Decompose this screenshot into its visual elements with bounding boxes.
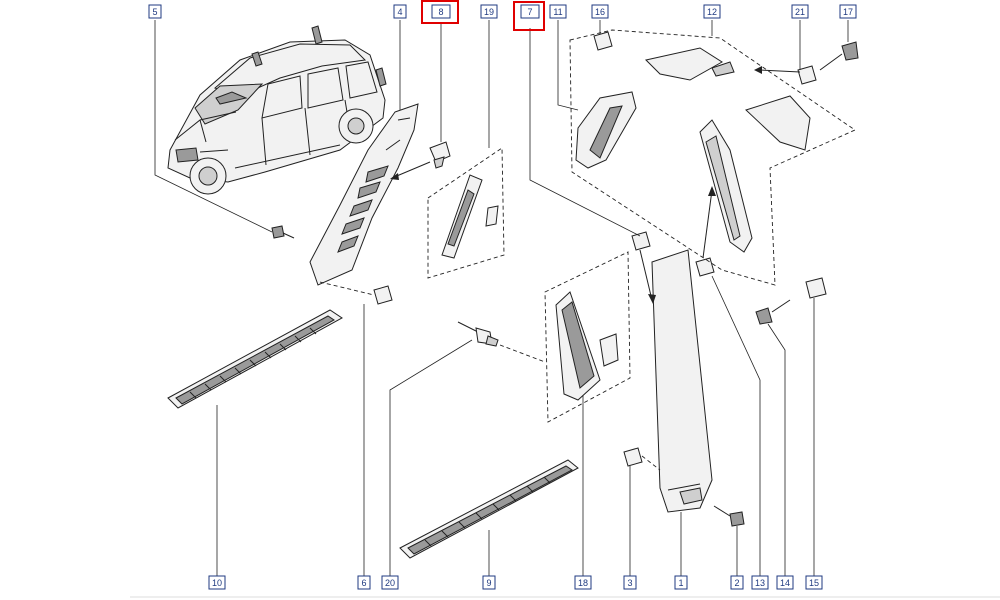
callout-9[interactable]: 9 [482,575,496,590]
part-screw-2 [713,505,745,527]
part-clip-8 [429,141,451,169]
svg-text:6: 6 [361,578,366,588]
callout-7-highlight [513,1,545,31]
callout-8-highlight [421,0,459,24]
part-triangle-trim-18 [555,291,619,401]
svg-text:19: 19 [484,7,494,17]
part-upper-trim-12 [645,47,811,151]
vehicle-illustration [167,25,387,195]
part-clip-13 [631,231,715,277]
callout-4[interactable]: 4 [393,4,407,19]
callout-10[interactable]: 10 [208,575,226,590]
svg-text:9: 9 [486,578,491,588]
group-outline-19 [427,147,505,279]
leader-lines [154,20,849,576]
part-clip-6 [373,285,393,305]
part-pillar-lower-1 [651,249,713,513]
svg-text:2: 2 [734,578,739,588]
svg-text:1: 1 [678,578,683,588]
part-triangle-trim-19 [441,174,499,259]
part-sill-strip-10 [167,309,343,409]
callout-5[interactable]: 5 [148,4,162,19]
part-clip-16 [593,31,613,51]
callout-7[interactable]: 7 [513,1,545,31]
callout-20[interactable]: 20 [381,575,399,590]
callout-15[interactable]: 15 [805,575,823,590]
svg-text:18: 18 [578,578,588,588]
svg-text:20: 20 [385,578,395,588]
svg-text:16: 16 [595,7,605,17]
callout-3[interactable]: 3 [623,575,637,590]
callout-11[interactable]: 11 [549,4,567,19]
callout-labels: 5 4 8 19 7 11 16 12 21 17 10 6 20 9 18 3… [148,0,857,590]
svg-text:17: 17 [843,7,853,17]
part-pillar-trim-4 [309,103,419,286]
part-screw-14 [755,299,791,325]
callout-18[interactable]: 18 [574,575,592,590]
callout-14[interactable]: 14 [776,575,794,590]
svg-text:3: 3 [627,578,632,588]
callout-21[interactable]: 21 [791,4,809,19]
part-pillar-trim-7 [699,119,753,253]
svg-text:10: 10 [212,578,222,588]
svg-text:21: 21 [795,7,805,17]
part-clip-15 [805,277,827,299]
callout-13[interactable]: 13 [751,575,769,590]
part-screw-17 [841,41,859,61]
part-rivet-20 [457,321,499,347]
callout-19[interactable]: 19 [480,4,498,19]
callout-8[interactable]: 8 [421,0,459,24]
svg-text:12: 12 [707,7,717,17]
svg-text:7: 7 [527,7,532,17]
part-window-trim-11 [575,91,637,169]
part-screw-3 [623,447,643,467]
callout-12[interactable]: 12 [703,4,721,19]
svg-text:4: 4 [397,7,402,17]
part-sill-strip-9 [399,459,579,559]
svg-text:15: 15 [809,578,819,588]
svg-text:5: 5 [152,7,157,17]
callout-1[interactable]: 1 [674,575,688,590]
svg-text:14: 14 [780,578,790,588]
part-clip-21 [797,65,817,85]
svg-text:8: 8 [438,7,443,17]
callout-6[interactable]: 6 [357,575,371,590]
callout-2[interactable]: 2 [730,575,744,590]
callout-17[interactable]: 17 [839,4,857,19]
callout-16[interactable]: 16 [591,4,609,19]
svg-text:11: 11 [553,7,562,17]
part-screw-5 [271,225,295,239]
group-outline-rear-upper [569,29,856,286]
group-outline-18 [544,251,631,423]
svg-text:13: 13 [755,578,765,588]
